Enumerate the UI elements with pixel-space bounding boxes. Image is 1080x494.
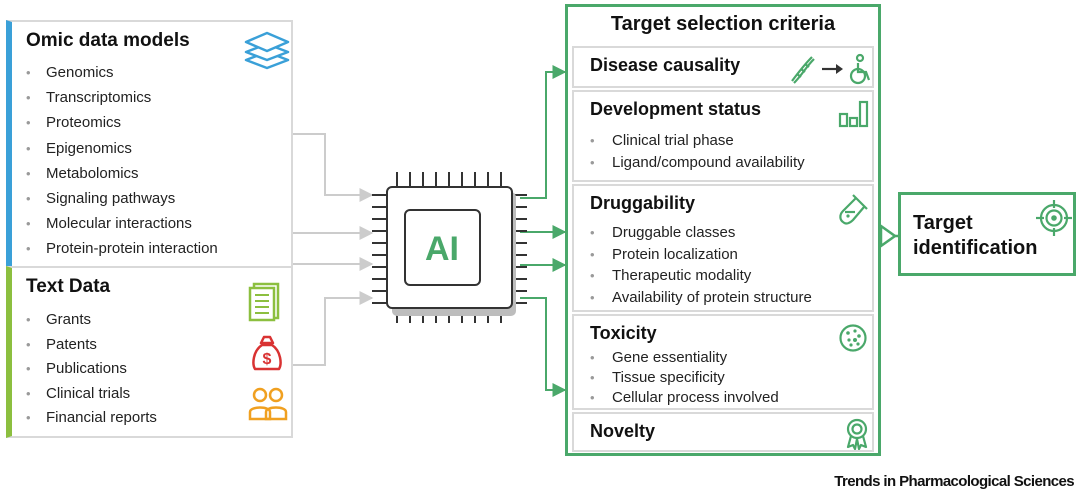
omic-list: •Genomics •Transcriptomics •Proteomics •… [26, 60, 218, 262]
criteria-panel: Target selection criteria Disease causal… [565, 4, 881, 456]
test-tube-icon [839, 194, 868, 225]
criterion-list: •Gene essentiality •Tissue specificity •… [590, 348, 779, 408]
list-item: •Protein-protein interaction [26, 240, 218, 258]
output-connectors [520, 65, 567, 397]
text-data-panel: Text Data •Grants •Patents •Publications… [6, 266, 293, 438]
list-item: •Grants [26, 311, 92, 328]
connector-omic-upper [293, 133, 374, 202]
target-identification-box: Target identification [898, 192, 1076, 276]
list-item: •Clinical trial phase [590, 132, 734, 149]
criterion-toxicity: Toxicity •Gene essentiality •Tissue spec… [572, 314, 874, 410]
list-item: •Signaling pathways [26, 189, 176, 207]
people-icon [248, 387, 288, 421]
criterion-title: Disease causality [590, 55, 741, 75]
criterion-novelty: Novelty [572, 412, 874, 452]
criterion-title: Toxicity [590, 323, 657, 343]
list-item: •Patents [26, 335, 97, 353]
list-item: •Druggable classes [590, 224, 736, 241]
award-icon [846, 418, 868, 450]
target-icon [1036, 200, 1072, 236]
text-list: •Grants •Patents •Publications •Clinical… [26, 308, 157, 431]
list-item: •Financial reports [26, 409, 157, 426]
criteria-to-target-arrow [879, 223, 898, 249]
list-item: •Transcriptomics [26, 89, 152, 107]
list-item: •Protein localization [590, 245, 738, 263]
list-item: •Ligand/compound availability [590, 153, 805, 171]
criterion-list: •Clinical trial phase •Ligand/compound a… [590, 130, 805, 173]
list-item: •Genomics [26, 64, 114, 81]
target-label: Target identification [913, 212, 1038, 259]
list-item: •Publications [26, 360, 127, 377]
list-item: •Cellular process involved [590, 389, 779, 406]
list-item: •Clinical trials [26, 384, 131, 402]
list-item: •Molecular interactions [26, 215, 192, 233]
list-item: •Epigenomics [26, 139, 132, 157]
ai-label: AI [425, 230, 459, 268]
criterion-disease-causality: Disease causality [572, 46, 874, 88]
criterion-title: Novelty [590, 421, 656, 441]
omic-data-panel: Omic data models •Genomics •Transcriptom… [6, 20, 293, 268]
layers-icon [244, 31, 290, 70]
connector-text-lower [293, 291, 374, 366]
cell-icon [839, 324, 867, 352]
list-item: •Therapeutic modality [590, 267, 752, 284]
svg-text:$: $ [263, 351, 272, 368]
input-connectors [293, 133, 374, 366]
connector-to-novelty [520, 297, 567, 397]
criterion-list: •Druggable classes •Protein localization… [590, 222, 812, 308]
journal-credit: Trends in Pharmacological Sciences [834, 473, 1074, 490]
bar-chart-icon [838, 100, 869, 128]
dna-to-wheelchair-icon [791, 53, 871, 85]
omic-panel-title: Omic data models [26, 30, 190, 51]
list-item: •Tissue specificity [590, 369, 725, 386]
text-panel-title: Text Data [26, 276, 111, 297]
criterion-title: Development status [590, 99, 762, 119]
document-icon [248, 282, 280, 322]
criterion-development-status: Development status •Clinical trial phase… [572, 90, 874, 182]
list-item: •Proteomics [26, 114, 122, 132]
criterion-druggability: Druggability •Druggable classes •Protein… [572, 184, 874, 312]
chip-icon [372, 172, 527, 323]
money-bag-icon: $ [252, 335, 282, 371]
list-item: •Availability of protein structure [590, 288, 812, 306]
list-item: •Gene essentiality [590, 349, 728, 366]
connector-to-disease [520, 65, 567, 199]
list-item: •Metabolomics [26, 164, 139, 182]
criteria-title: Target selection criteria [610, 13, 836, 35]
criterion-title: Druggability [590, 193, 696, 213]
